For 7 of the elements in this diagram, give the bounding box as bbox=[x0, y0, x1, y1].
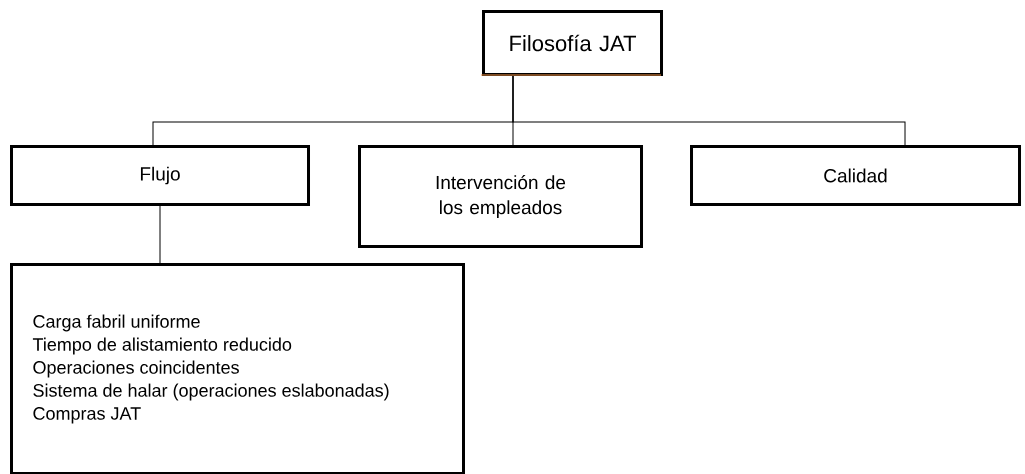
category-box: Intervención de los empleados bbox=[358, 145, 643, 248]
connector-line bbox=[159, 205, 161, 264]
connector-line bbox=[512, 75, 906, 146]
list-box: Carga fabril uniforme Tiempo de alistamiento reducido Operaciones coincidentes Sistema de halar (operaciones eslabonadas) Compras JAT bbox=[10, 263, 465, 474]
title-box: Filosofía JAT bbox=[480, 10, 663, 76]
category-box: Calidad bbox=[690, 145, 1021, 206]
category-box: Flujo bbox=[10, 145, 310, 206]
